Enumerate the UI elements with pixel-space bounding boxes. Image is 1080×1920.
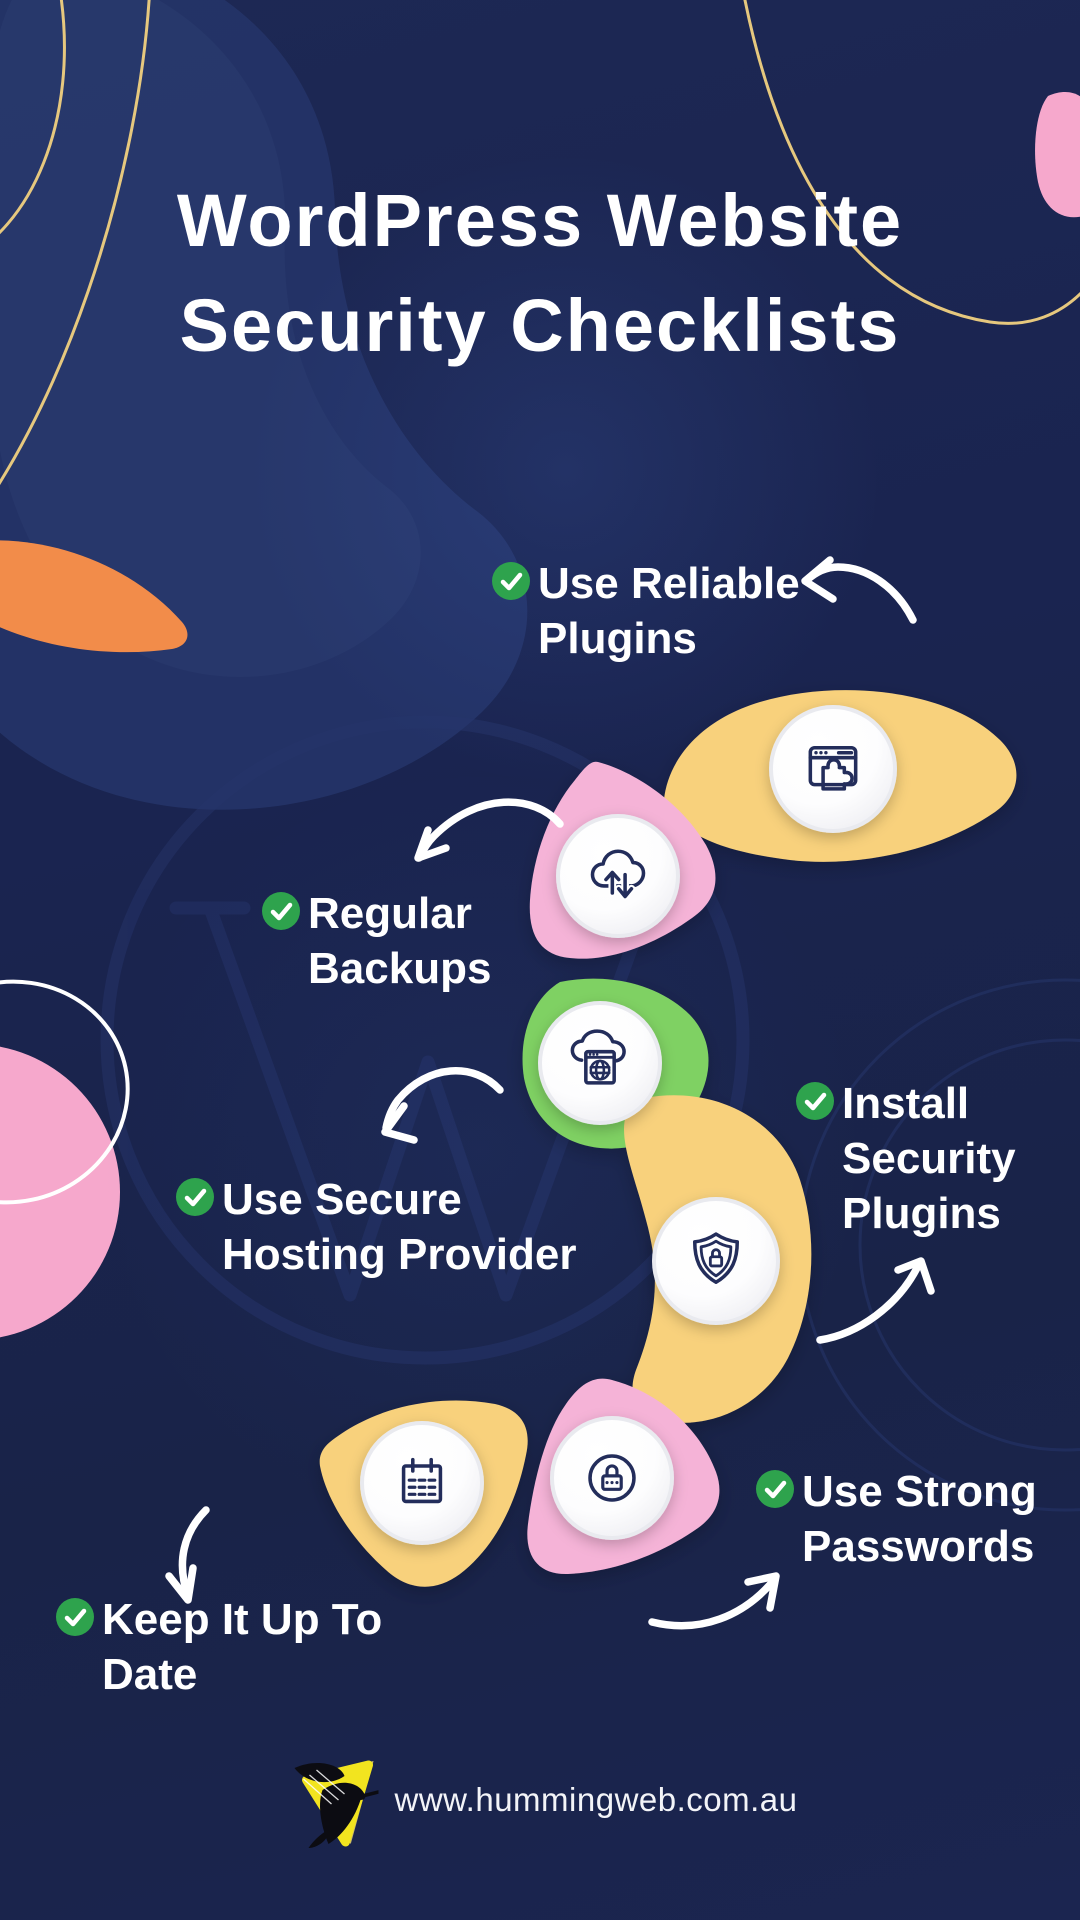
calendar-icon [401,1457,443,1504]
label-line: Use Strong [802,1467,1037,1516]
pink-petal-decor-topright [1035,92,1080,218]
flow-arrow-to-strong-passwords [648,1572,780,1630]
flow-arrow-to-keep-up-to-date [165,1506,210,1604]
label-use-reliable-plugins: Use Reliable Plugins [492,556,800,666]
label-line: Install [842,1079,970,1128]
label-line: Regular [308,889,472,938]
label-line: Backups [308,944,492,993]
label-line: Keep It Up To [102,1595,383,1644]
label-use-strong-passwords: Use Strong Passwords [756,1464,1037,1574]
gold-line-decor-left [0,0,151,485]
flow-arrow-to-secure-hosting [381,1067,504,1144]
flow-arrow-to-reliable-plugins [801,556,917,624]
check-circle-icon [262,892,300,930]
gold-line-decor-right [743,0,1080,325]
label-line: Plugins [538,614,697,663]
check-circle-icon [176,1178,214,1216]
page-title-line2: Security Checklists [179,284,901,368]
label-install-security-plugins: Install Security Plugins [796,1076,1016,1241]
label-line: Security [842,1134,1016,1183]
browser-plugin-icon [808,745,858,791]
website-url: www.hummingweb.com.au [394,1781,798,1818]
page-title: WordPress Website Security Checklists [0,168,1080,378]
flow-arrow-to-regular-backups [414,798,564,862]
label-regular-backups: Regular Backups [262,886,491,996]
hummingbird-logo [294,1760,379,1848]
footer: www.hummingweb.com.au [283,1752,798,1848]
flow-arrow-to-install-security [816,1257,935,1344]
orange-blob-decor [0,540,188,653]
check-circle-icon [492,562,530,600]
label-line: Use Reliable [538,559,800,608]
label-line: Hosting Provider [222,1230,577,1279]
label-line: Date [102,1650,198,1699]
label-use-secure-hosting-provider: Use Secure Hosting Provider [176,1172,577,1282]
label-keep-it-up-to-date: Keep It Up To Date [56,1592,382,1702]
password-lock-icon [588,1454,636,1502]
navy-blob-inner [0,0,421,677]
check-circle-icon [756,1470,794,1508]
label-line: Passwords [802,1522,1035,1571]
shield-lock-icon [692,1232,740,1285]
label-line: Plugins [842,1189,1001,1238]
label-line: Use Secure [222,1175,462,1224]
white-ring-decor-left [0,979,130,1205]
browser-globe-icon [570,1029,626,1085]
check-circle-icon [56,1598,94,1636]
cloud-backup-icon [590,849,646,901]
check-circle-icon [796,1082,834,1120]
page-title-line1: WordPress Website [176,179,904,262]
